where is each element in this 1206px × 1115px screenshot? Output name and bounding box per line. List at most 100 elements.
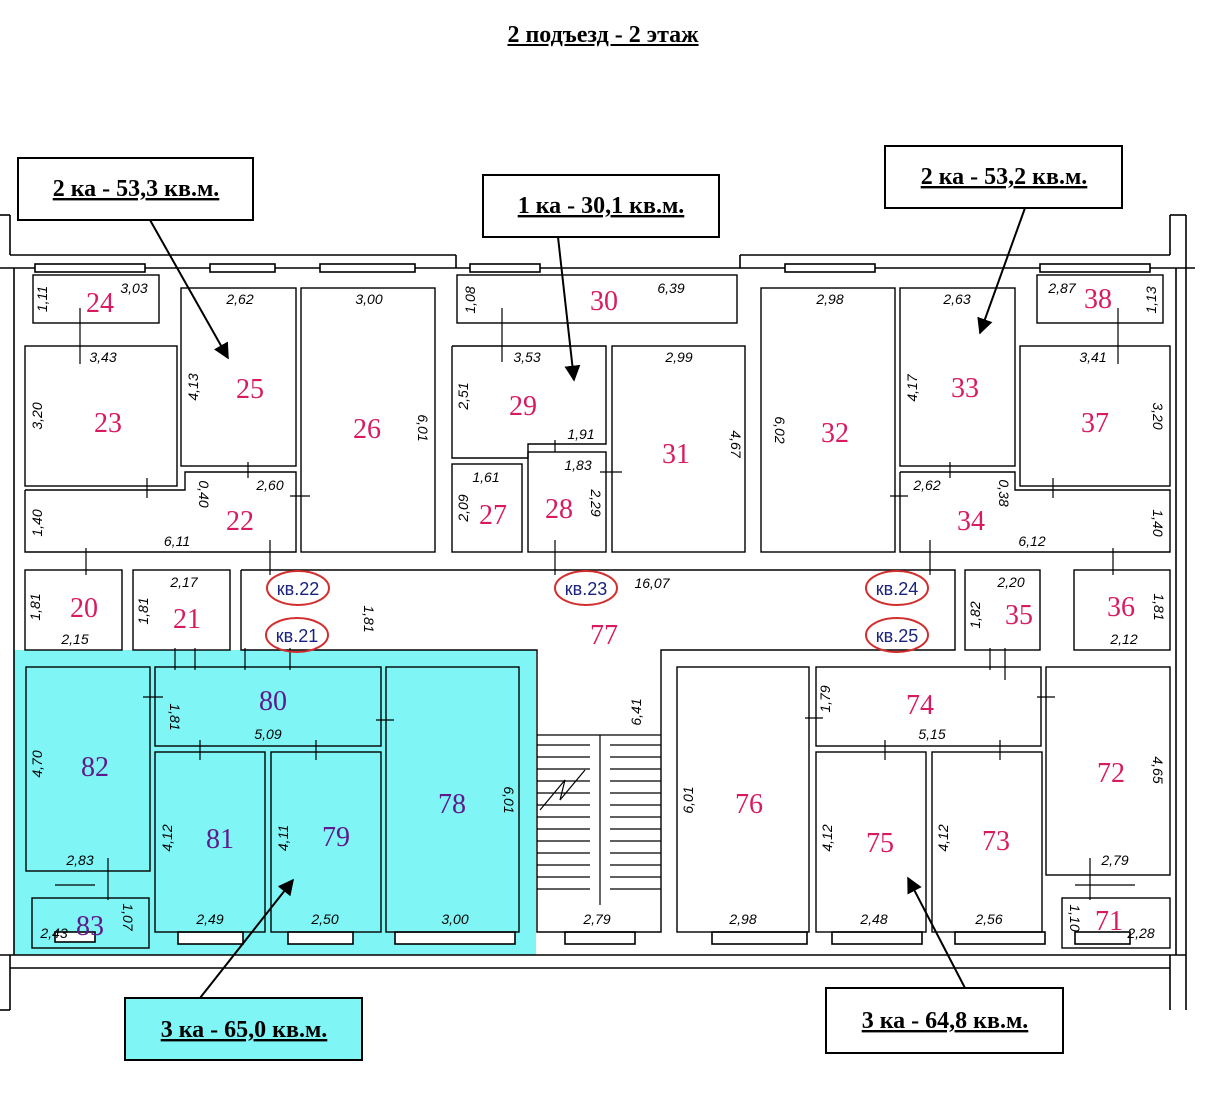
room-outline-30: [456, 274, 738, 324]
room-outline-71: [1061, 897, 1171, 949]
room-outline-82: [25, 666, 151, 872]
dimension-label: 1,40: [1150, 509, 1166, 536]
room-outline-72: [1045, 666, 1171, 876]
dimension-label: 3,00: [355, 291, 382, 307]
room-outline-34: [899, 471, 1171, 553]
apt-label-23: кв.23: [565, 579, 607, 599]
dimension-label: 6,41: [628, 698, 644, 725]
room-outline-73: [931, 751, 1043, 933]
dimension-label: 4,11: [275, 825, 291, 851]
apt-label-22: кв.22: [277, 579, 319, 599]
staircase: [537, 734, 661, 905]
room-outline-25: [180, 287, 297, 467]
dimension-label: 5,15: [918, 726, 945, 742]
dimension-label: 2,09: [455, 494, 471, 522]
apt-circle-22: [266, 570, 330, 606]
dimension-label: 1,82: [967, 601, 983, 628]
page-title: 2 подъезд - 2 этаж: [507, 22, 699, 48]
dimension-label: 2,98: [815, 291, 843, 307]
room-number: 27: [479, 500, 507, 531]
dimension-label: 3,20: [29, 402, 45, 429]
callout-box-c: [884, 145, 1123, 209]
dimension-label: 2,87: [1047, 280, 1076, 296]
dimension-label: 2,60: [255, 477, 283, 493]
dimension-label: 2,20: [996, 574, 1024, 590]
room-number: 35: [1005, 600, 1033, 631]
dimension-label: 6,01: [415, 414, 431, 441]
room-number: 34: [957, 506, 985, 537]
dimension-label: 3,00: [441, 911, 468, 927]
room-outline-38: [1036, 274, 1164, 324]
room-outlines: [24, 274, 1171, 949]
dimension-label: 0,40: [196, 480, 212, 507]
apt-circle-24: [865, 570, 929, 606]
dimension-label: 6,11: [164, 533, 190, 549]
room-number: 26: [353, 414, 381, 445]
arrow-e: [907, 876, 966, 989]
room-number: 21: [173, 604, 201, 635]
callout-text-c: 2 ка - 53,2 кв.м.: [921, 164, 1088, 190]
room-outline-79: [270, 751, 382, 933]
room-outline-27: [451, 463, 523, 553]
room-outline-31: [611, 345, 746, 553]
room-number: 23: [94, 408, 122, 439]
dimension-label: 4,70: [29, 750, 45, 777]
room-number: 31: [662, 439, 690, 470]
arrow-a: [149, 219, 229, 360]
dimension-label: 3,03: [120, 280, 147, 296]
dimension-label: 0,38: [996, 479, 1012, 506]
dimension-label: 2,63: [942, 291, 970, 307]
dimension-label: 3,41: [1079, 349, 1106, 365]
dimension-label: 1,81: [1151, 593, 1167, 620]
dimension-label: 1,81: [27, 593, 43, 620]
dimension-label: 2,29: [588, 488, 604, 516]
dimension-label: 6,01: [680, 786, 696, 813]
arrow-b: [557, 236, 581, 382]
room-number: 30: [590, 286, 618, 317]
dimension-label: 1,07: [120, 903, 136, 931]
apt-label-21: кв.21: [276, 626, 318, 646]
room-outline-28: [527, 451, 607, 553]
dimension-label: 6,02: [772, 416, 788, 443]
room-number: 73: [982, 826, 1010, 857]
room-outline-24: [32, 274, 160, 324]
dimension-label: 3,43: [89, 349, 116, 365]
room-outline-23: [24, 345, 178, 487]
room-outline-26: [300, 287, 436, 553]
room-outline-36: [1073, 569, 1171, 651]
room-number: 24: [86, 288, 114, 319]
room-number: 72: [1097, 758, 1125, 789]
apt-circle-21: [265, 617, 329, 653]
dimension-label: 4,65: [1150, 756, 1166, 783]
dimension-label: 2,48: [859, 911, 887, 927]
arrow-c: [977, 207, 1026, 335]
dimension-label: 2,15: [60, 631, 88, 647]
room-outline-37: [1019, 345, 1171, 487]
callout-arrows: [149, 207, 1026, 999]
room-number: 38: [1084, 284, 1112, 315]
dimension-label: 2,99: [664, 349, 692, 365]
dimension-label: 4,12: [819, 824, 835, 851]
room-number: 77: [590, 620, 618, 651]
dimension-label: 16,07: [634, 575, 670, 591]
dimension-label: 2,12: [1109, 631, 1137, 647]
room-number: 76: [735, 789, 763, 820]
dimension-label: 2,98: [728, 911, 756, 927]
room-number: 80: [259, 686, 287, 717]
room-number: 79: [322, 822, 350, 853]
room-outline-20: [24, 569, 123, 651]
room-outline-29: [451, 345, 607, 459]
dimension-label: 2,49: [195, 911, 223, 927]
dimension-label: 1,13: [1143, 286, 1159, 313]
door-ticks: [55, 308, 1135, 900]
room-outline-80: [154, 666, 382, 747]
room-number: 81: [206, 824, 234, 855]
dimension-label: 2,56: [974, 911, 1002, 927]
room-number: 83: [76, 911, 104, 942]
dimension-label: 2,83: [65, 852, 93, 868]
dimension-label: 1,40: [29, 509, 45, 536]
room-number: 78: [438, 789, 466, 820]
room-number: 28: [545, 494, 573, 525]
room-outline-74: [815, 666, 1042, 747]
room-outline-83: [31, 897, 150, 949]
